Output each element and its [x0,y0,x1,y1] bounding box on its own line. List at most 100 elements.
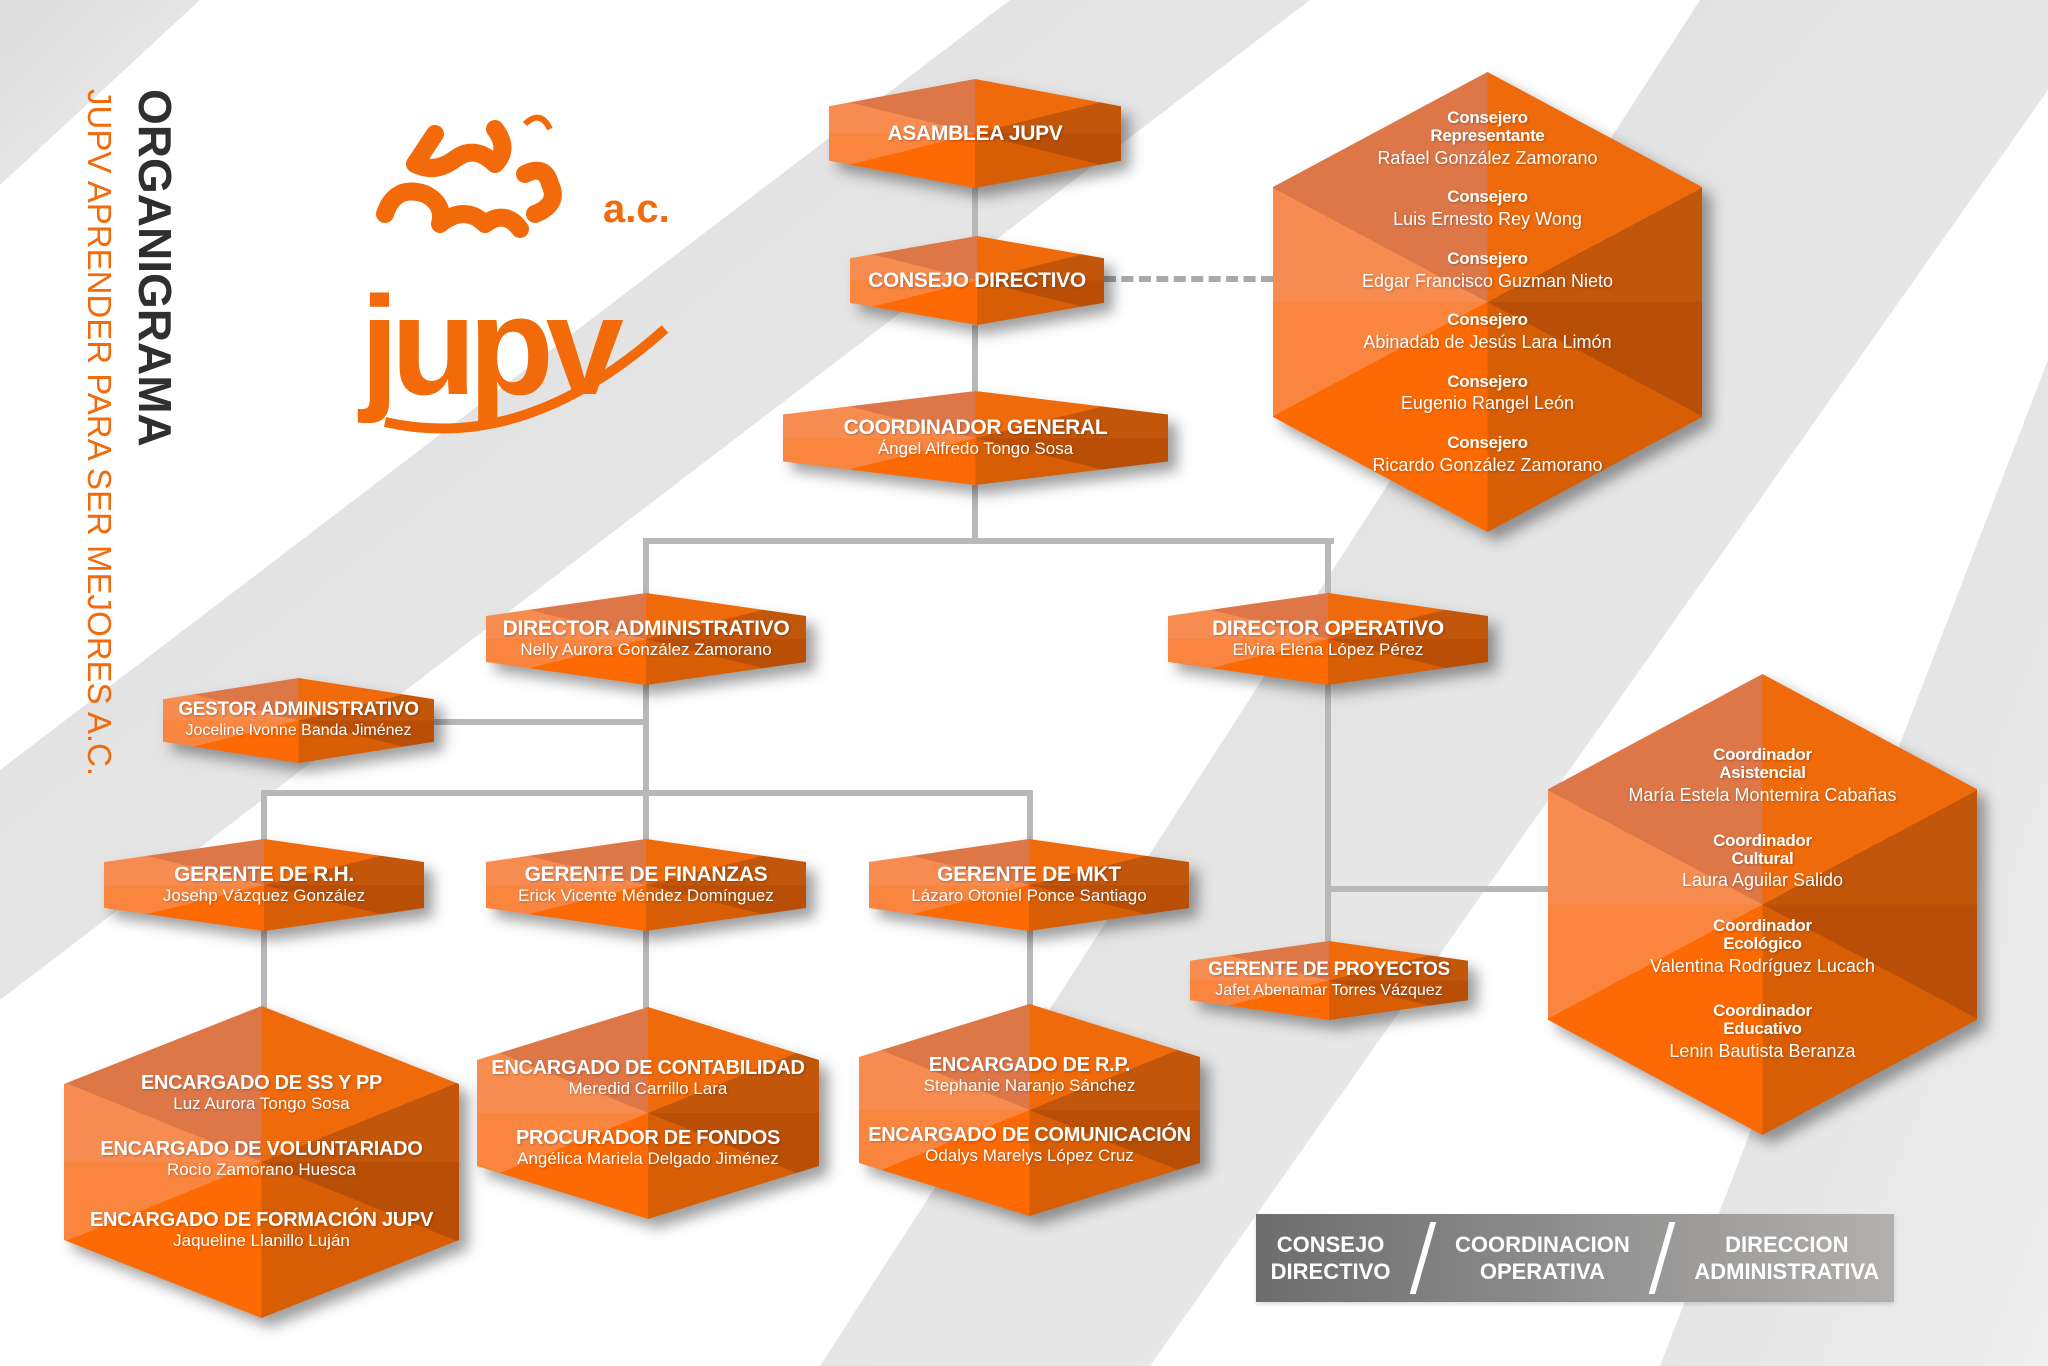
legend-line: CONSEJO [1276,1231,1385,1257]
node-title: GESTOR ADMINISTRATIVO [178,699,419,721]
legend-line: ADMINISTRATIVA [1694,1259,1880,1284]
person: Luis Ernesto Rey Wong [1393,209,1582,230]
person: Meredid Carrillo Lara [568,1079,728,1099]
person: Laura Aguilar Salido [1681,870,1844,891]
node-person: Jafet Abenamar Torres Vázquez [1215,982,1443,1000]
logo-suffix: a.c. [603,187,670,231]
role: Coordinador [1713,1001,1812,1021]
role-detail: Educativo [1723,1019,1802,1039]
role: PROCURADOR DE FONDOS [515,1126,780,1149]
person: Luz Aurora Tongo Sosa [173,1094,350,1114]
node-mkt-team[interactable]: ENCARGADO DE R.P.Stephanie Naranjo Sánch… [859,1004,1200,1216]
node-person: Nelly Aurora González Zamorano [520,640,772,660]
role: Coordinador [1713,830,1812,850]
node-title: DIRECTOR ADMINISTRATIVO [502,617,790,641]
person: Valentina Rodríguez Lucach [1650,955,1875,976]
person: Ricardo González Zamorano [1372,454,1603,475]
person: Rafael González Zamorano [1377,147,1598,168]
role: Consejero [1447,371,1528,391]
hexagon-shape [163,678,434,763]
node-coordinador-general[interactable]: COORDINADOR GENERAL Ángel Alfredo Tongo … [783,391,1168,485]
page-title: ORGANIGRAMA [129,89,181,447]
node-title: ASAMBLEA JUPV [887,121,1063,145]
person: Stephanie Naranjo Sánchez [923,1076,1136,1096]
connector [643,683,649,843]
hexagon-shape [859,1004,1200,1216]
person: Lenin Bautista Beranza [1669,1040,1856,1061]
node-consejo-directivo[interactable]: CONSEJO DIRECTIVO [850,236,1104,325]
slash-divider [1648,1222,1676,1294]
role: Consejero [1447,248,1528,268]
role: Consejero [1447,187,1528,207]
node-person: Lázaro Otoniel Ponce Santiago [911,886,1147,906]
person: Odalys Marelys López Cruz [925,1145,1134,1165]
person: María Estela Montemira Cabañas [1628,785,1897,806]
page-subtitle: JUPV APRENDER PARA SER MEJORES A.C. [81,89,118,777]
node-gerente-rh[interactable]: GERENTE DE R.H.Josehp Vázquez González [104,839,424,931]
jupv-logo: jupv a.c. [357,114,670,434]
role-detail: Ecológico [1723,933,1802,953]
person: Edgar Francisco Guzman Nieto [1361,270,1614,291]
role: ENCARGADO DE COMUNICACIÓN [868,1123,1191,1146]
role: ENCARGADO DE FORMACIÓN JUPV [89,1209,434,1232]
connector [972,325,978,391]
role: Consejero [1447,433,1528,453]
hexagon-shape [477,1007,819,1219]
role: ENCARGADO DE R.P. [928,1054,1131,1077]
role: Coordinador [1713,916,1812,935]
hexagon-shape [1190,941,1468,1020]
role: Consejero [1447,108,1528,127]
node-title: GERENTE DE FINANZAS [524,863,768,887]
legend-line: DIRECTIVO [1270,1259,1391,1284]
dashed-connector [1104,276,1273,282]
person: Eugenio Rangel León [1400,393,1575,414]
node-title: DIRECTOR OPERATIVO [1212,617,1444,641]
node-person: Erick Vicente Méndez Domínguez [518,886,774,906]
connector [430,719,646,725]
node-title: COORDINADOR GENERAL [843,416,1108,440]
node-person: Ángel Alfredo Tongo Sosa [877,439,1074,459]
node-title: CONSEJO DIRECTIVO [868,268,1086,292]
node-title: GERENTE DE PROYECTOS [1208,959,1450,981]
node-title: GERENTE DE MKT [937,863,1121,887]
connector [261,790,267,842]
role: Coordinador [1713,745,1812,765]
connector [643,928,649,1008]
logo-text: jupv [357,267,624,424]
role: ENCARGADO DE CONTABILIDAD [491,1057,805,1080]
connector [1027,928,1033,1008]
legend-line: DIRECCION [1725,1231,1849,1257]
legend-line: OPERATIVA [1479,1259,1605,1284]
connector [1325,683,1331,943]
node-title: GERENTE DE R.H. [174,863,354,887]
connector [972,485,978,543]
node-asamblea[interactable]: ASAMBLEA JUPV [829,79,1121,188]
person: Jaqueline Llanillo Luján [173,1231,350,1251]
